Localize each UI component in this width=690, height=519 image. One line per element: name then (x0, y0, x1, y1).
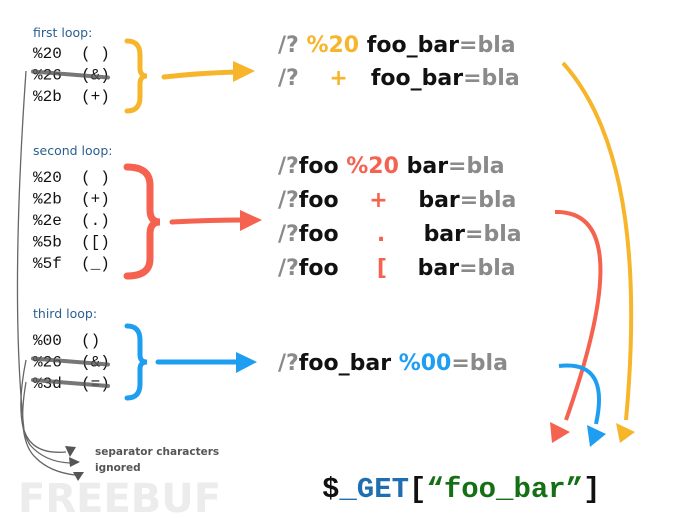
separator-lines (16, 70, 76, 476)
url-segment: bar (407, 154, 449, 179)
url-segment: foo (299, 188, 339, 213)
url-segment: %20 (339, 154, 407, 179)
get-name: _GET (338, 473, 409, 506)
loops: first loop:%20 ( )%26 (&)%2b (+)second l… (31, 25, 112, 393)
arrowhead-icon (616, 423, 635, 443)
url-segment: /? (278, 33, 299, 58)
watermark: FREEBUF (18, 476, 221, 519)
strikethrough (31, 378, 110, 388)
result-url: /? %20 foo_bar=bla (278, 33, 516, 58)
result-url: /?foo %20 bar=bla (278, 154, 505, 179)
url-segment: =bla (465, 222, 522, 247)
url-segment: =bla (460, 188, 517, 213)
arrowhead-icon (240, 210, 262, 231)
url-segment: foo_bar (299, 351, 391, 376)
first-loop-brace (124, 38, 148, 114)
arrowhead-icon (65, 446, 76, 457)
get-expression: $_GET[“foo_bar”] (322, 473, 600, 506)
url-segment: /? (278, 66, 299, 91)
url-segment: /? (278, 351, 299, 376)
result-url: /?foo_bar %00=bla (278, 351, 508, 376)
arrowhead-icon (550, 422, 570, 443)
first-result-curve (561, 61, 634, 421)
loop-label: first loop: (33, 25, 92, 40)
url-segment: =bla (451, 351, 508, 376)
url-segment: . (339, 222, 424, 247)
second-result-curve (554, 209, 603, 421)
arrowhead-icon (73, 472, 84, 481)
third-result-curve (558, 363, 601, 425)
loop-label: third loop: (33, 306, 97, 321)
third-loop-brace (124, 323, 148, 401)
url-segment: + (299, 66, 371, 91)
strikethrough (31, 356, 110, 367)
url-segment: bar (418, 188, 460, 213)
url-segment: =bla (448, 154, 505, 179)
result-url: /? + foo_bar=bla (278, 66, 520, 91)
get-key: “foo_bar” (426, 473, 583, 506)
url-segment: %20 (299, 33, 367, 58)
encoded-char: %2b (+) (33, 191, 110, 209)
url-segment: /? (278, 188, 299, 213)
url-segment: =bla (463, 66, 520, 91)
second-loop-arrow (169, 217, 248, 225)
result-url: /?foo + bar=bla (278, 188, 516, 213)
arrowhead-icon (69, 457, 80, 467)
encoded-char: %20 ( ) (33, 45, 110, 63)
strikethrough (31, 69, 110, 80)
encoded-char: %00 () (33, 332, 100, 350)
result-url: /?foo [ bar=bla (278, 256, 516, 281)
note-line-1: separator characters (95, 446, 219, 458)
url-segment: foo (299, 154, 339, 179)
encoded-char: %2b (+) (33, 88, 110, 106)
url-segment: =bla (459, 256, 516, 281)
get-dollar: $ (322, 473, 339, 506)
url-segment: bar (424, 222, 466, 247)
url-segment: /? (278, 256, 299, 281)
url-segment: %00 (391, 351, 451, 376)
encoded-char: %5f (_) (33, 255, 110, 273)
first-loop-arrow (161, 69, 239, 80)
url-segment: /? (278, 154, 299, 179)
url-segment: /? (278, 222, 299, 247)
arrowhead-icon (236, 352, 257, 373)
note-line-2: ignored (95, 462, 141, 474)
arrowhead-icon (587, 425, 606, 447)
url-segment: foo_bar (371, 66, 463, 91)
second-loop-brace (123, 163, 161, 280)
url-segment: bar (418, 256, 460, 281)
results: /? %20 foo_bar=bla/? + foo_bar=bla/?foo … (278, 33, 522, 376)
url-segment: + (339, 188, 419, 213)
encoded-char: %20 ( ) (33, 169, 110, 187)
url-segment: =bla (459, 33, 516, 58)
url-segment: foo_bar (367, 33, 459, 58)
result-url: /?foo . bar=bla (278, 222, 522, 247)
loop-label: second loop: (33, 143, 112, 158)
get-open-bracket: [ (409, 473, 426, 506)
encoded-char: %2e (.) (33, 212, 110, 230)
url-segment: [ (339, 256, 418, 281)
encoded-char: %5b ([) (33, 234, 110, 252)
arrowhead-icon (233, 61, 255, 82)
get-close-bracket: ] (583, 473, 600, 506)
url-segment: foo (299, 222, 339, 247)
url-segment: foo (299, 256, 339, 281)
